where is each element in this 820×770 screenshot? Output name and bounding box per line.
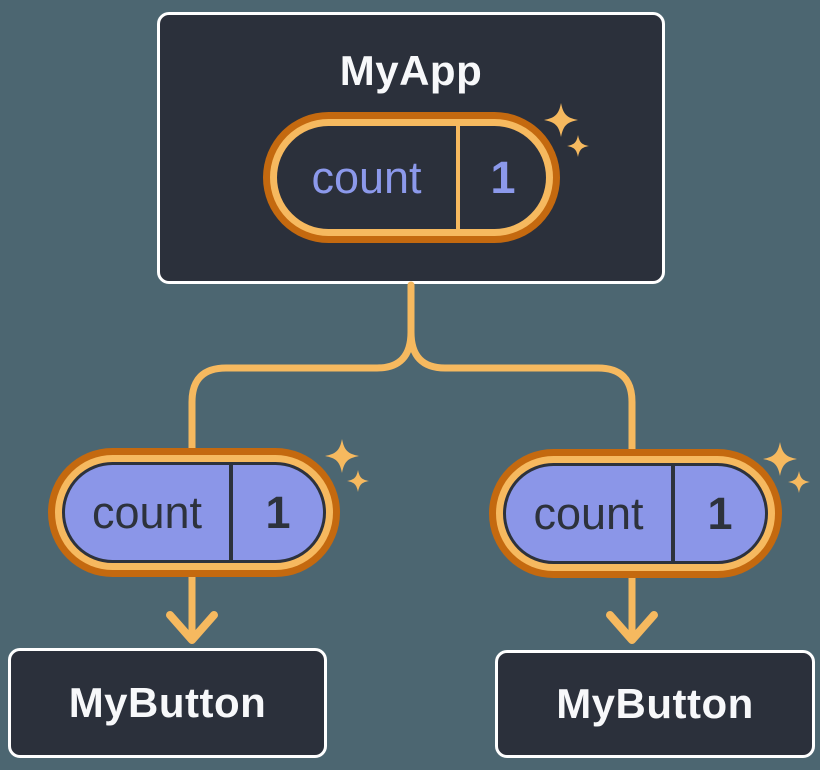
pill-divider	[456, 126, 460, 229]
arrow-left-icon	[166, 611, 218, 644]
state-value: 1	[707, 487, 733, 539]
state-value: 1	[265, 486, 291, 538]
arrow-right-icon	[606, 611, 658, 644]
sparkle-icon	[788, 471, 810, 493]
sparkle-icon	[567, 135, 589, 157]
component-title-mybutton: MyButton	[68, 679, 267, 726]
state-pill-myapp: count 1	[263, 112, 560, 243]
sparkle-icon	[544, 103, 578, 137]
pill-gold-ring: count 1	[55, 455, 333, 570]
state-value: 1	[490, 151, 516, 203]
pill-gold-ring: count 1	[270, 119, 553, 236]
component-title-myapp: MyApp	[339, 47, 483, 94]
component-node-mybutton-right: MyButton	[495, 650, 815, 758]
branch-right-line	[407, 328, 636, 641]
state-label: count	[91, 486, 203, 538]
state-label: count	[311, 151, 422, 203]
pill-gold-ring: count 1	[496, 456, 775, 571]
component-title-mybutton: MyButton	[556, 680, 754, 727]
pill-divider	[671, 466, 675, 561]
state-pill-mybutton-left: count 1	[48, 448, 340, 577]
sparkle-icon	[325, 439, 359, 473]
state-label: count	[533, 487, 644, 539]
sparkle-icon	[763, 442, 797, 476]
pill-divider	[229, 465, 233, 560]
sparkle-icon	[347, 470, 369, 492]
state-pill-mybutton-right: count 1	[489, 449, 782, 578]
component-node-mybutton-left: MyButton	[8, 648, 327, 758]
